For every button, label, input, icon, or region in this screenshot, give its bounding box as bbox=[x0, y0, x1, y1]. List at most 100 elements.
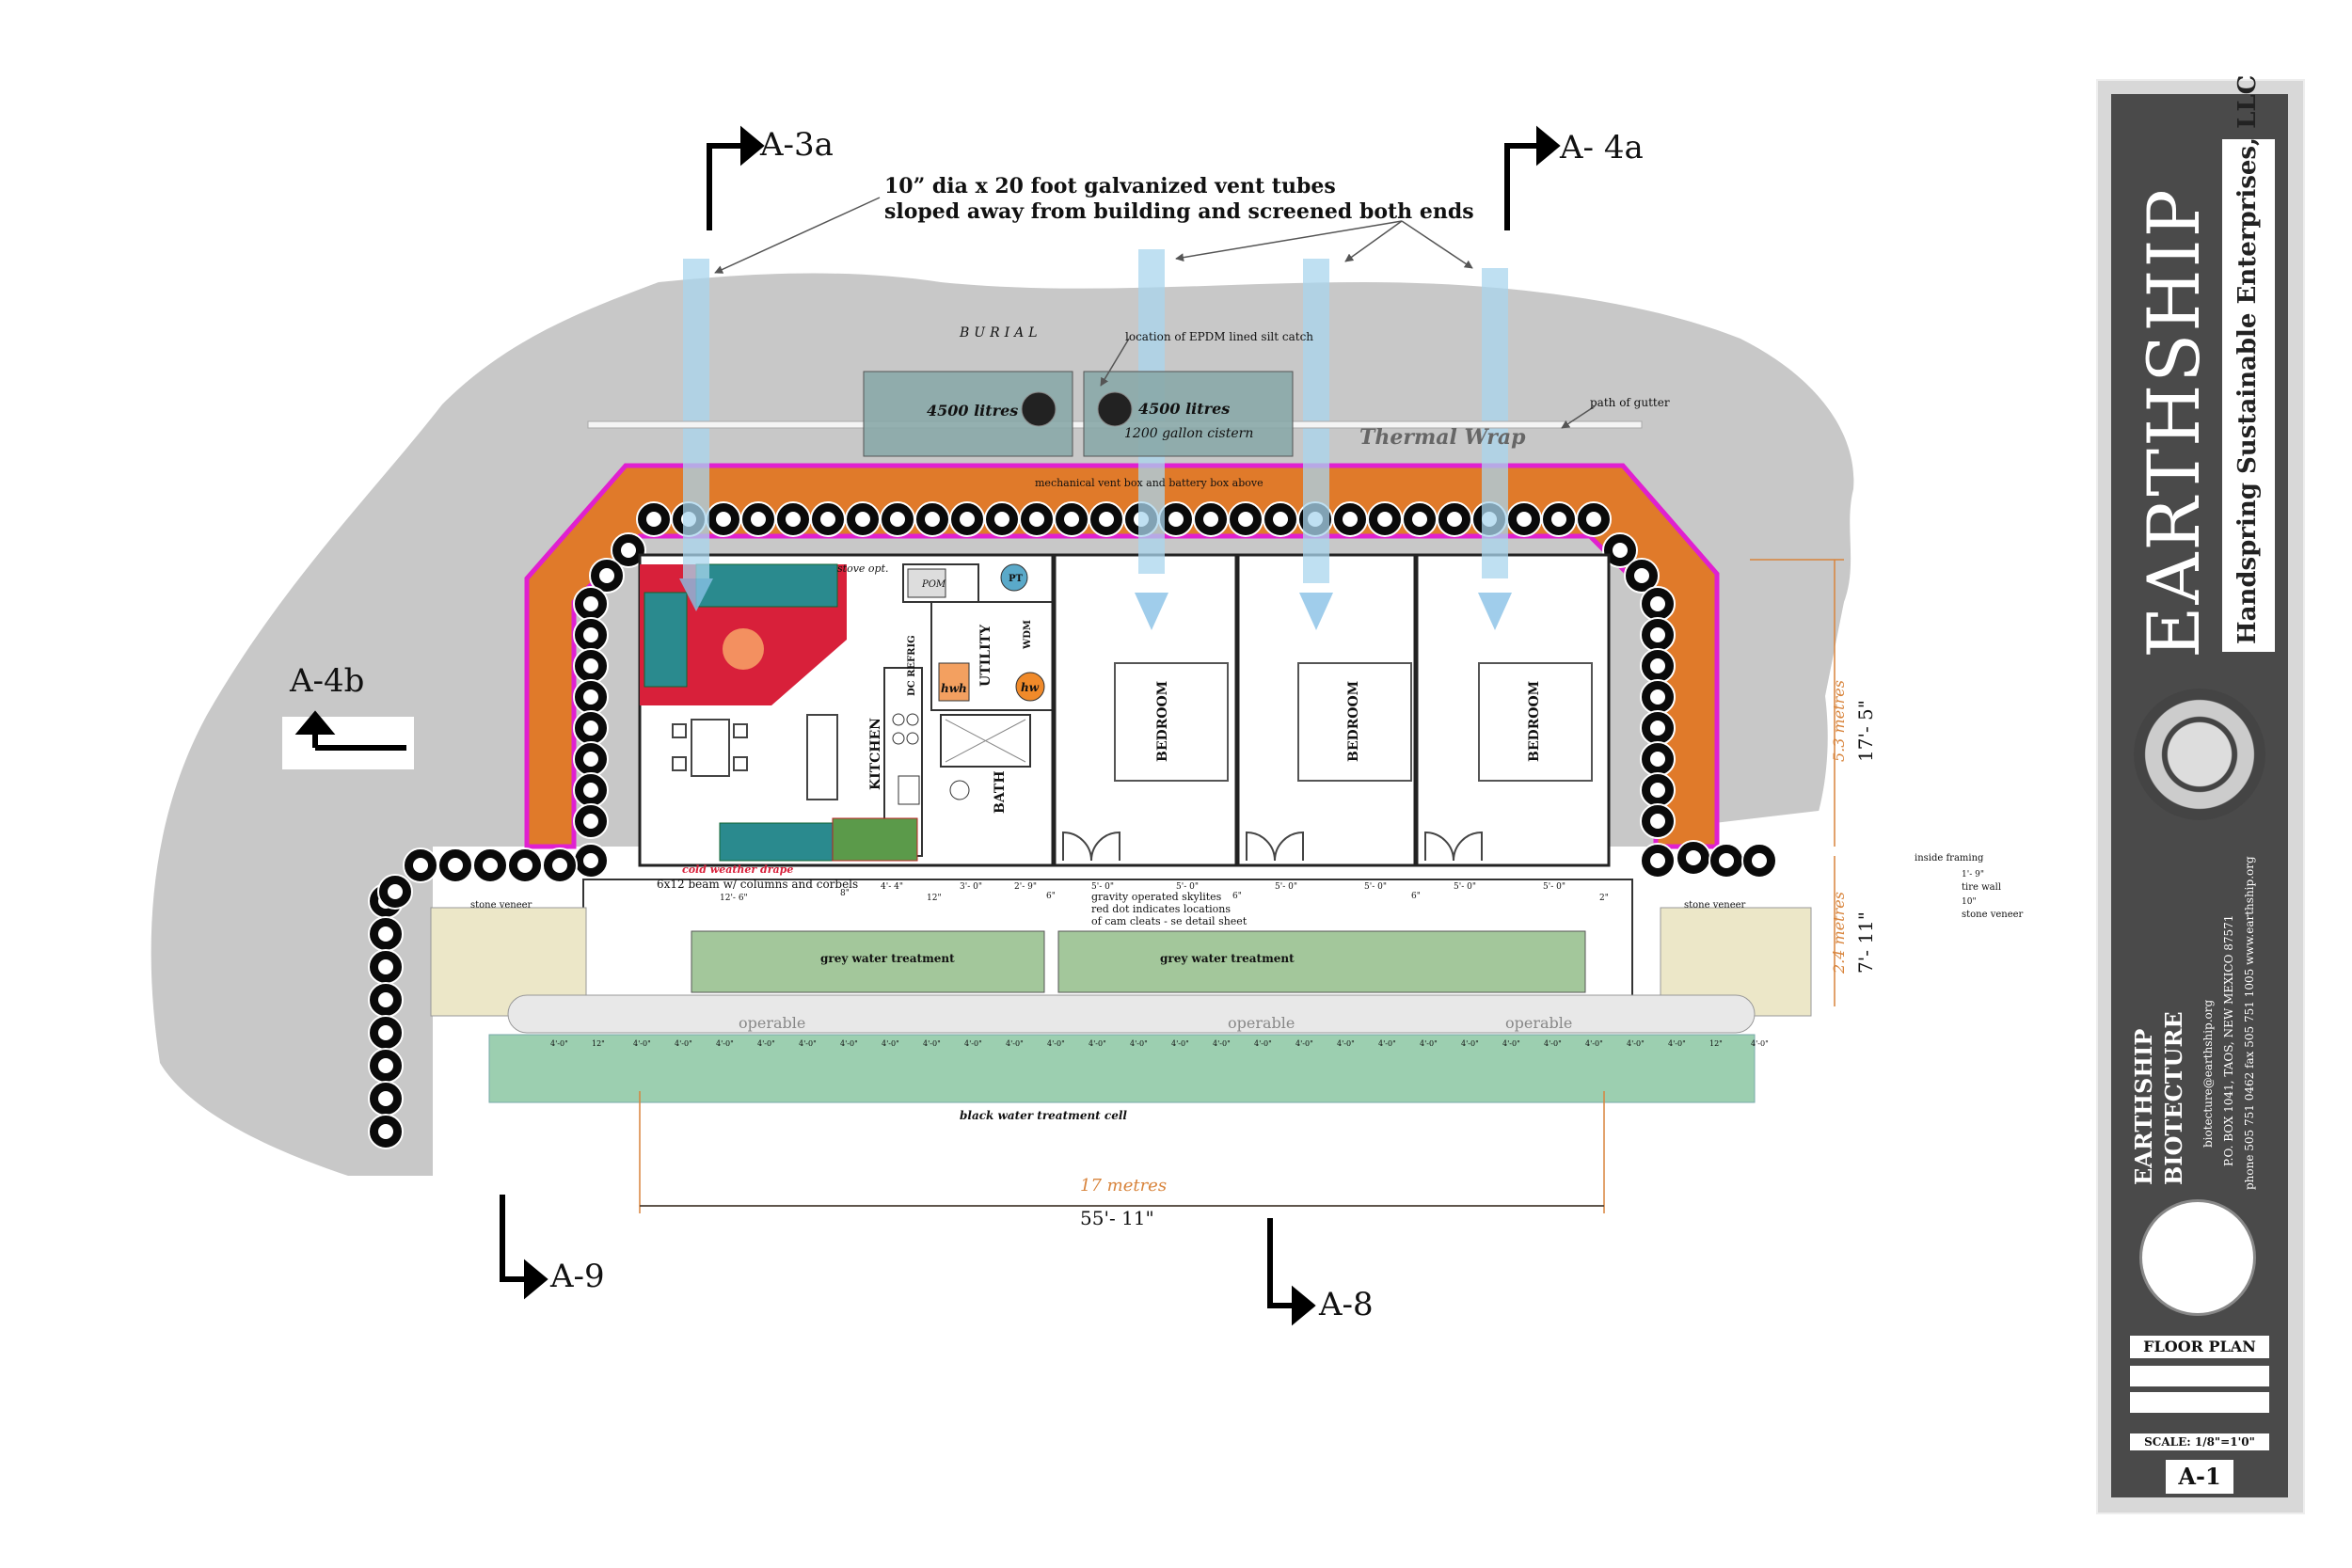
tire-hole bbox=[1064, 512, 1079, 527]
tire-hole bbox=[583, 783, 598, 798]
bay-dim: 4'-0" bbox=[1047, 1039, 1065, 1048]
bay-dim: 4'-0" bbox=[1544, 1039, 1562, 1048]
vent-arrows bbox=[679, 578, 1512, 630]
tire-hole bbox=[583, 627, 598, 642]
tire-hole bbox=[751, 512, 766, 527]
beam-label: 6x12 beam w/ columns and corbels bbox=[657, 878, 858, 891]
dim-12: 12" bbox=[927, 894, 942, 903]
dim-6c: 6" bbox=[1411, 892, 1421, 901]
bay-dim: 4'-0" bbox=[716, 1039, 734, 1048]
room-bedroom-2: BEDROOM bbox=[1346, 681, 1361, 762]
bedroom-walls bbox=[1051, 555, 1419, 865]
sheet-title: FLOOR PLAN bbox=[2130, 1336, 2269, 1358]
tire-hole bbox=[994, 512, 1009, 527]
section-marker-a4b bbox=[294, 710, 406, 751]
tire-hole bbox=[1029, 512, 1044, 527]
room-wdm: WDM bbox=[1023, 620, 1033, 650]
shower-x bbox=[945, 719, 1026, 763]
bay-dimensions: 4'-0" 12" 4'-0" 4'-0" 4'-0" 4'-0" 4'-0" 4'-0" 4'… bbox=[550, 1039, 1769, 1048]
sofa-left bbox=[644, 592, 688, 688]
cistern-right-label: 4500 litres bbox=[1138, 400, 1230, 418]
tire-hole bbox=[1168, 512, 1184, 527]
tire-hole bbox=[716, 512, 731, 527]
section-label-a4b: A-4b bbox=[289, 662, 364, 700]
bay-dim: 4'-0" bbox=[633, 1039, 651, 1048]
tire-hole bbox=[1650, 752, 1665, 767]
title-block: EARTHSHIP FOR Handspring Sustainable Ent… bbox=[2096, 75, 2305, 1514]
bay-dim: 12" bbox=[592, 1039, 605, 1048]
vent-note-line2: sloped away from building and screened b… bbox=[884, 199, 1474, 224]
bedroom-doors bbox=[1062, 831, 1483, 862]
dim-1-9: 1'- 9" bbox=[1962, 870, 1984, 879]
tire-hole bbox=[583, 689, 598, 705]
room-pt: PT bbox=[1009, 574, 1024, 584]
bio-earthship: EARTHSHIP bbox=[2130, 1028, 2157, 1185]
dim-6b: 6" bbox=[1232, 892, 1242, 901]
burial-label: BURIAL bbox=[959, 325, 1042, 341]
operable-label-3: operable bbox=[1505, 1014, 1572, 1032]
stone-veneer-r-label: stone veneer bbox=[1962, 910, 2024, 920]
cistern-sub-label: 1200 gallon cistern bbox=[1124, 426, 1253, 441]
tire-hole bbox=[1517, 512, 1532, 527]
dim-10: 10" bbox=[1962, 897, 1977, 907]
bay-dim: 4'-0" bbox=[1337, 1039, 1355, 1048]
bio-address: P.O. BOX 1041, TAOS, NEW MEXICO 87571 bbox=[2222, 914, 2235, 1166]
bay-dim: 4'-0" bbox=[1089, 1039, 1106, 1048]
bay-dim: 4'-0" bbox=[675, 1039, 692, 1048]
dim-6a: 6" bbox=[1046, 892, 1056, 901]
tire-hole bbox=[1238, 512, 1253, 527]
tire-hole bbox=[1412, 512, 1427, 527]
bay-dim: 4'-0" bbox=[550, 1039, 568, 1048]
grey-water-planter-1 bbox=[691, 930, 1045, 993]
operable-label-1: operable bbox=[739, 1014, 805, 1032]
tire-hole bbox=[413, 858, 428, 873]
earthship-seal-icon bbox=[2134, 689, 2265, 820]
brand-area: EARTHSHIP FOR Handspring Sustainable Ent… bbox=[2111, 75, 2288, 677]
dim-8: 8" bbox=[840, 889, 850, 898]
tire-hole bbox=[820, 512, 835, 527]
tire-hole bbox=[378, 1058, 393, 1073]
grey-water-planter-2 bbox=[1057, 930, 1586, 993]
pt-tank bbox=[1000, 563, 1028, 592]
dim-5-0b: 5'- 0" bbox=[1176, 882, 1199, 892]
section-label-a9: A-9 bbox=[549, 1258, 605, 1295]
sofa-top bbox=[695, 563, 838, 608]
tire-hole bbox=[1650, 627, 1665, 642]
bay-dim: 4'-0" bbox=[923, 1039, 941, 1048]
sink bbox=[898, 775, 920, 805]
skylites-line2: red dot indicates locations bbox=[1091, 903, 1231, 915]
tire-hole bbox=[378, 992, 393, 1007]
gutter-label: path of gutter bbox=[1590, 396, 1670, 409]
tire-hole bbox=[517, 858, 532, 873]
dim-5-0a: 5'- 0" bbox=[1091, 882, 1114, 892]
client-box bbox=[2222, 139, 2275, 652]
section-label-a3a: A-3a bbox=[759, 126, 834, 164]
bay-dim: 4'-0" bbox=[1461, 1039, 1479, 1048]
pom-box bbox=[907, 568, 946, 598]
dim-12-6: 12'- 6" bbox=[720, 894, 748, 903]
section-label-a4a: A- 4a bbox=[1559, 129, 1644, 166]
tire-hole bbox=[1686, 850, 1701, 865]
bay-dim: 4'-0" bbox=[799, 1039, 817, 1048]
tire-hole bbox=[378, 1091, 393, 1106]
counter bbox=[806, 714, 838, 800]
tire-hole bbox=[1613, 543, 1628, 558]
bay-dim: 4'-0" bbox=[1006, 1039, 1024, 1048]
bay-dim: 4'-0" bbox=[1130, 1039, 1148, 1048]
bay-dim: 4'-0" bbox=[1585, 1039, 1603, 1048]
bay-dim: 4'-0" bbox=[1213, 1039, 1231, 1048]
room-pom: POM bbox=[921, 579, 946, 590]
room-stove: stove opt. bbox=[837, 562, 889, 575]
tire-hole bbox=[552, 858, 567, 873]
cistern-lid-right bbox=[1097, 391, 1133, 427]
bay-dim: 4'-0" bbox=[1751, 1039, 1769, 1048]
tire-hole bbox=[388, 884, 403, 899]
operable-label-2: operable bbox=[1228, 1014, 1295, 1032]
dim-4-4: 4'- 4" bbox=[881, 882, 903, 892]
tire-hole bbox=[378, 1025, 393, 1040]
brand-title: EARTHSHIP bbox=[2132, 187, 2216, 658]
tire-hole bbox=[1650, 596, 1665, 611]
hw-circle bbox=[1015, 672, 1045, 702]
bay-dim: 4'-0" bbox=[964, 1039, 982, 1048]
